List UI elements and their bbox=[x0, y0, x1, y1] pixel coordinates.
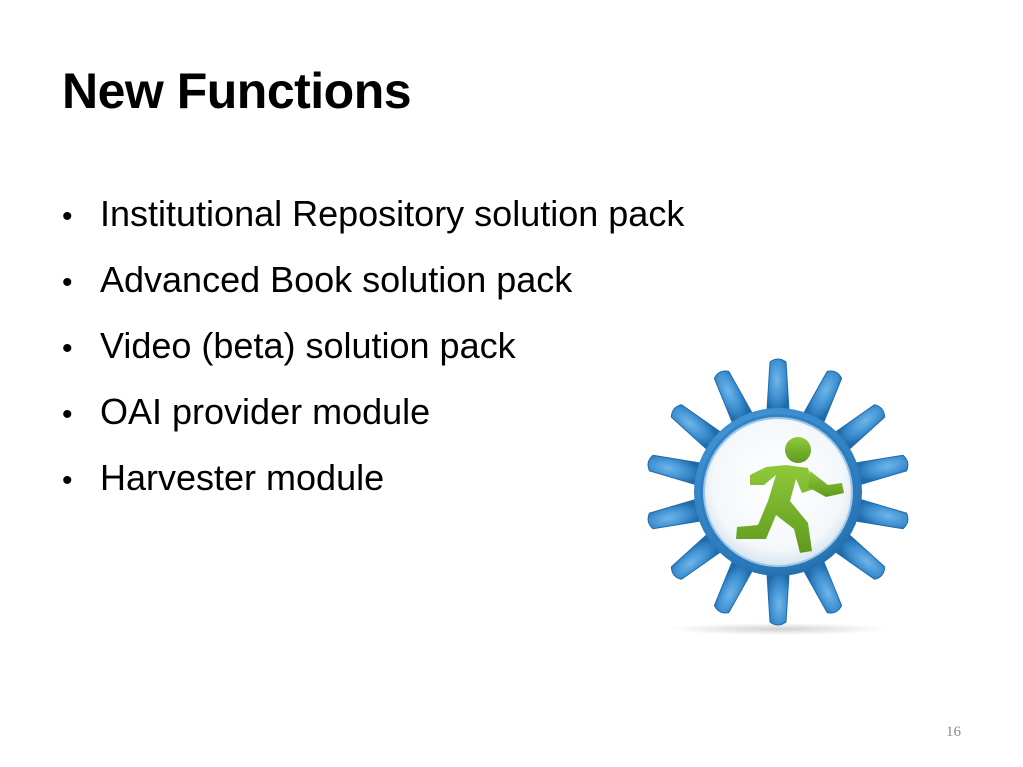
gear-tooth bbox=[670, 533, 722, 580]
list-item: • Harvester module bbox=[62, 452, 684, 518]
page-number: 16 bbox=[946, 724, 961, 740]
gear-tooth bbox=[766, 358, 790, 411]
bullet-list: • Institutional Repository solution pack… bbox=[62, 188, 684, 518]
list-item: • Advanced Book solution pack bbox=[62, 254, 684, 320]
gear-tooth bbox=[802, 560, 843, 614]
gear-tooth bbox=[834, 404, 886, 451]
list-item: • OAI provider module bbox=[62, 386, 684, 452]
gear-tooth bbox=[766, 573, 790, 626]
bullet-dot: • bbox=[62, 398, 73, 431]
gear-tooth bbox=[854, 498, 909, 530]
bullet-text: Video (beta) solution pack bbox=[100, 325, 516, 366]
gear-tooth bbox=[670, 404, 722, 451]
bullet-dot: • bbox=[62, 266, 73, 299]
gear-tooth bbox=[713, 560, 754, 614]
gear-tooth bbox=[647, 498, 702, 530]
bullet-text: Harvester module bbox=[100, 457, 385, 498]
list-item: • Institutional Repository solution pack bbox=[62, 188, 684, 254]
list-item: • Video (beta) solution pack bbox=[62, 320, 684, 386]
gear-tooth bbox=[713, 370, 754, 424]
bullet-dot: • bbox=[62, 332, 73, 365]
bullet-text: Advanced Book solution pack bbox=[100, 259, 573, 300]
bullet-dot: • bbox=[62, 464, 73, 497]
bullet-dot: • bbox=[62, 200, 73, 233]
bullet-text: Institutional Repository solution pack bbox=[100, 193, 685, 234]
bullet-text: OAI provider module bbox=[100, 391, 431, 432]
gear-tooth bbox=[802, 370, 843, 424]
slide-title: New Functions bbox=[62, 63, 412, 119]
gear-tooth bbox=[854, 454, 909, 486]
gear-tooth bbox=[647, 454, 702, 486]
gear-tooth bbox=[834, 533, 886, 580]
running-man-gear-icon bbox=[647, 358, 909, 635]
